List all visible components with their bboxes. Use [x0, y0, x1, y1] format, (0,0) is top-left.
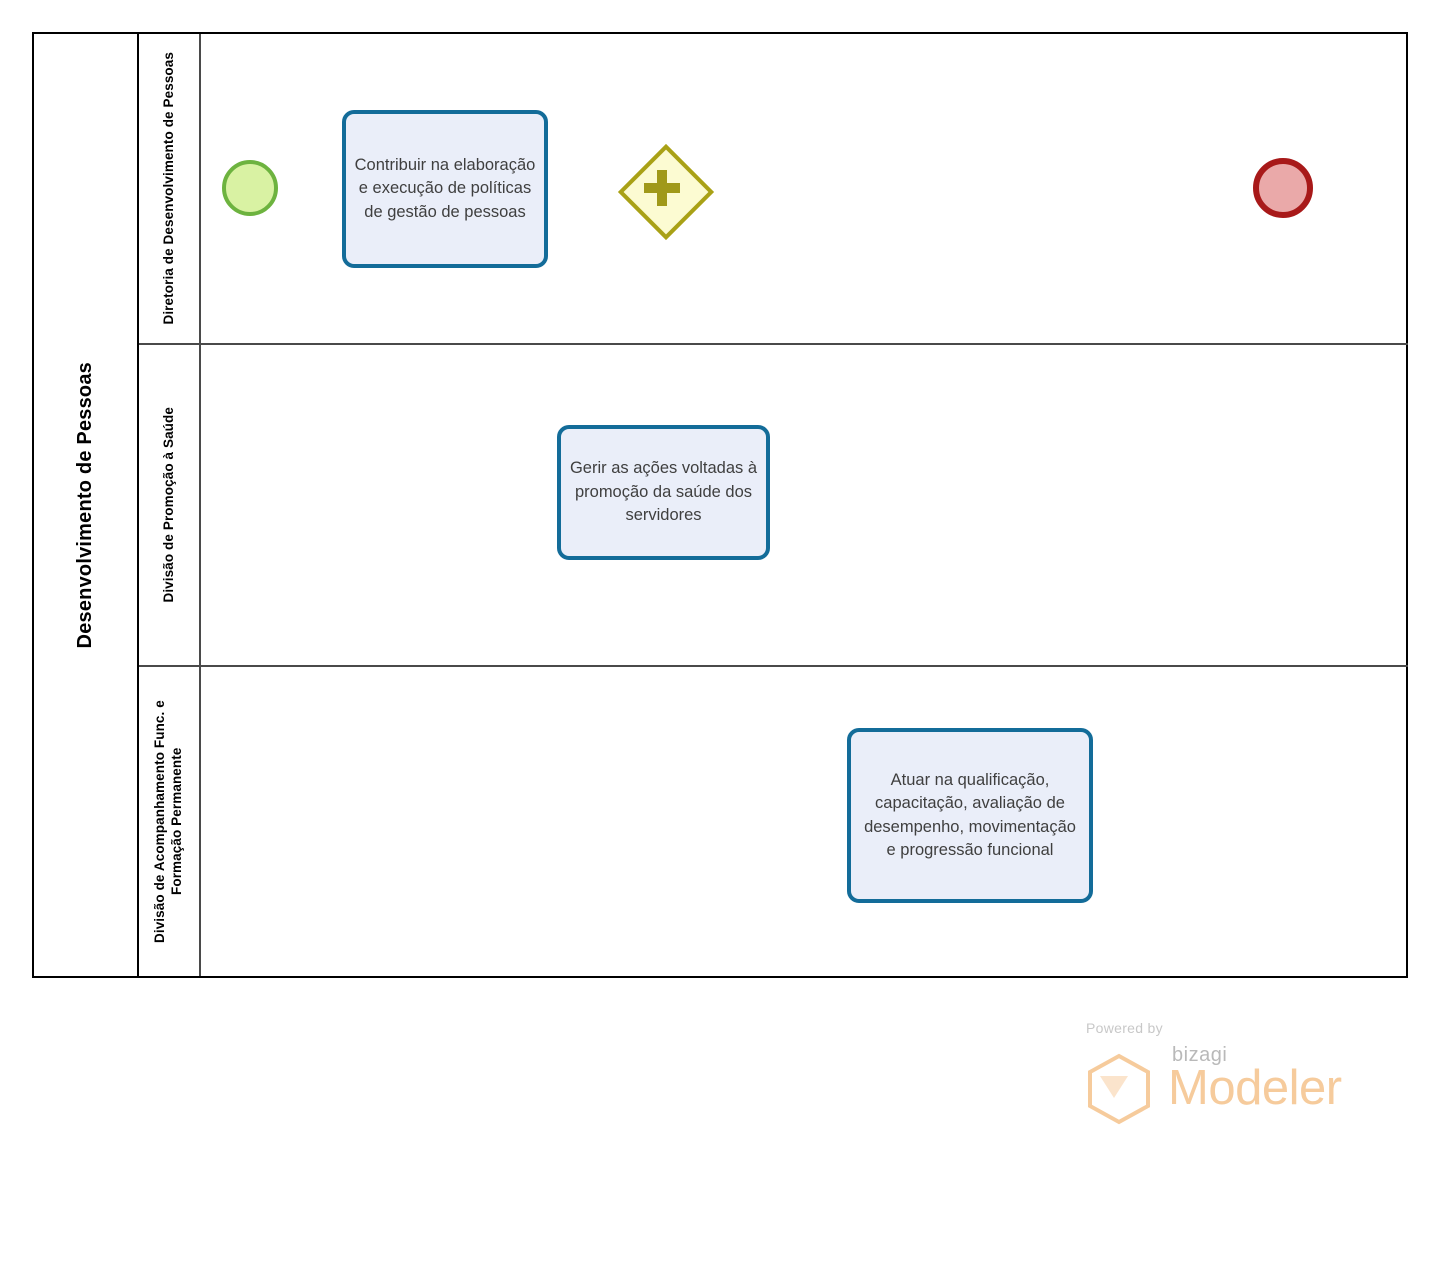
watermark-product-label: Modeler	[1168, 1061, 1342, 1115]
parallel-plus-icon-vertical	[657, 170, 667, 206]
pool-title-label: Desenvolvimento de Pessoas	[74, 361, 96, 649]
lane-diretoria-de-desenvolvimento-de-pessoas[interactable]: Diretoria de Desenvolvimento de Pessoas	[139, 34, 1408, 343]
lane-label-diretoria: Diretoria de Desenvolvimento de Pessoas	[160, 52, 176, 325]
end-event[interactable]	[1253, 158, 1313, 218]
task-atuar-qualificacao-progressao-funcional[interactable]: Atuar na qualificação, capacitação, aval…	[847, 728, 1093, 903]
start-event[interactable]	[222, 160, 278, 216]
lane-header-diretoria: Diretoria de Desenvolvimento de Pessoas	[139, 34, 201, 343]
lane-divisao-de-acompanhamento-func-e-formacao-permanente[interactable]: Divisão de Acompanhamento Func. e Formaç…	[139, 665, 1408, 976]
bizagi-modeler-watermark: Powered by bizagi Modeler	[1080, 1020, 1342, 1130]
watermark-powered-by-label: Powered by	[1086, 1020, 1163, 1036]
pool-title: Desenvolvimento de Pessoas	[34, 34, 139, 976]
task-contribuir-politicas-gestao-pessoas[interactable]: Contribuir na elaboração e execução de p…	[342, 110, 548, 268]
task-gerir-acoes-promocao-saude[interactable]: Gerir as ações voltadas à promoção da sa…	[557, 425, 770, 560]
task-label: Contribuir na elaboração e execução de p…	[354, 155, 536, 221]
lane-divisao-de-promocao-a-saude[interactable]: Divisão de Promoção à Saúde	[139, 343, 1408, 665]
task-label: Gerir as ações voltadas à promoção da sa…	[569, 459, 758, 525]
watermark-brand-label: bizagi	[1172, 1044, 1228, 1066]
lane-header-acompanhamento: Divisão de Acompanhamento Func. e Formaç…	[139, 667, 201, 976]
task-label: Atuar na qualificação, capacitação, aval…	[864, 770, 1076, 859]
lane-header-promocao-saude: Divisão de Promoção à Saúde	[139, 345, 201, 665]
lane-label-promocao-saude: Divisão de Promoção à Saúde	[160, 407, 176, 603]
lane-label-acompanhamento: Divisão de Acompanhamento Func. e Formaç…	[152, 700, 184, 943]
bizagi-hexagon-logo-icon	[1088, 1053, 1150, 1125]
parallel-gateway[interactable]	[617, 143, 715, 241]
